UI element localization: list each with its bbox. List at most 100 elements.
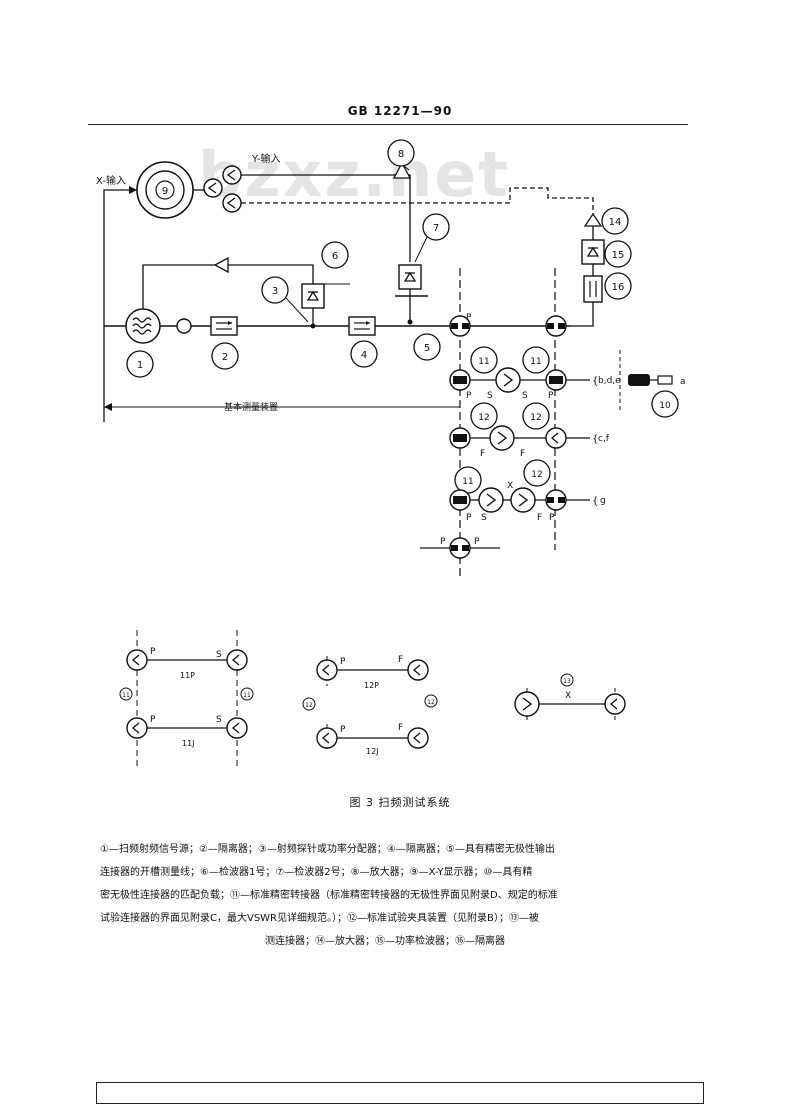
- connector-p-r4-right: [545, 489, 567, 511]
- label-s-r2b: S: [522, 391, 528, 401]
- label-12-right: 12: [427, 699, 435, 706]
- signal-source-1: [125, 308, 161, 344]
- standard-number-header: GB 12271—90: [347, 104, 453, 118]
- label-11-left: 11: [122, 692, 130, 699]
- legend-line-4: 试验连接器的界面见附录C，最大VSWR见详细规范。）；⑫—标准试验夹具装置（见附…: [100, 913, 539, 924]
- callout-6: [321, 241, 349, 269]
- label-a: a: [680, 377, 686, 387]
- p-conn-12p: [316, 659, 338, 681]
- bottom-frame: [96, 1082, 704, 1104]
- adapter-f-r4: [510, 487, 536, 513]
- f-conn-12p: [407, 659, 429, 681]
- callout-14: [601, 207, 629, 235]
- callout-12-r3b: [522, 402, 550, 430]
- y2-dashed-line: [241, 187, 594, 214]
- matched-load-10: [628, 374, 673, 386]
- label-s-11p: S: [216, 650, 222, 660]
- power-detector-15: [581, 239, 605, 265]
- label-bde: {: [592, 376, 598, 387]
- s-conn-11j: [226, 717, 248, 739]
- callout-8: [387, 139, 415, 167]
- p-conn-11p: [126, 649, 148, 671]
- label-f-12p: F: [398, 655, 403, 665]
- figure-legend: ①—扫频射频信号源；②—隔离器；③—射频探针或功率分配器；④—隔离器；⑤—具有精…: [100, 838, 670, 953]
- detail-13: X 13: [514, 673, 626, 722]
- callout-10: [651, 390, 679, 418]
- label-p-r2a: P: [466, 391, 472, 401]
- label-p-12j: P: [340, 725, 346, 735]
- connector-p-r3-left: [449, 427, 471, 449]
- feedback-amplifier: [213, 256, 229, 274]
- y-input-amplifier: [203, 165, 242, 213]
- callout-16: [604, 272, 632, 300]
- label-s-r2a: S: [487, 391, 493, 401]
- label-6: 6: [332, 251, 338, 262]
- label-x-r4: X: [507, 481, 513, 491]
- adapter-s-r4: [478, 487, 504, 513]
- label-9: 9: [162, 186, 168, 197]
- y-input-label: Y-输入: [251, 152, 281, 165]
- label-p-r5a: P: [440, 537, 446, 547]
- figure-caption: 图 3 扫频测试系统: [349, 796, 451, 809]
- label-2: 2: [222, 352, 228, 363]
- callout-2: [211, 342, 239, 370]
- label-x-13: X: [565, 691, 571, 701]
- callout-4: [350, 340, 378, 368]
- callout-12-r3a: [470, 402, 498, 430]
- label-12p: 12P: [364, 681, 379, 690]
- detail-12: P F 12P P F 12J 12 12: [302, 655, 438, 756]
- label-11j: 11J: [182, 739, 195, 748]
- coupling-loop: [176, 318, 192, 334]
- s-conn-11p: [226, 649, 248, 671]
- isolator-2: [210, 316, 238, 336]
- label-4: 4: [361, 350, 367, 361]
- callout-7: [422, 213, 450, 241]
- legend-line-5: 测连接器；⑭—放大器；⑮—功率检波器；⑯—隔离器: [265, 936, 505, 947]
- connector-p-r5: [449, 537, 471, 559]
- label-p-r1: P: [466, 313, 472, 323]
- label-p-r5b: P: [474, 537, 480, 547]
- callout-3: [261, 276, 289, 304]
- label-p-11p: P: [150, 647, 156, 657]
- detector-7: [398, 264, 422, 290]
- x-input-line: [103, 189, 137, 422]
- callout-11-r2b: [522, 346, 550, 374]
- label-5: 5: [424, 343, 430, 354]
- f-conn-12j: [407, 727, 429, 749]
- callout-11-r2a: [470, 346, 498, 374]
- header-rule: [88, 124, 688, 125]
- label-12j: 12J: [366, 747, 379, 756]
- label-3: 3: [272, 286, 278, 297]
- label-12-r3a: 12: [478, 413, 489, 423]
- label-11-r2a: 11: [478, 357, 489, 367]
- legend-line-3: 密无极性连接器的匹配负载；⑪—标准精密转接器（标准精密转接器的无极性界面见附录D…: [100, 890, 558, 901]
- label-bde-text: b,d,e: [598, 376, 621, 386]
- label-p-r2b: P: [548, 391, 554, 401]
- brace-g: {: [592, 496, 598, 507]
- label-cf: c,f: [598, 434, 610, 444]
- connector-p-r4-left: [449, 489, 471, 511]
- label-f-12j: F: [398, 723, 403, 733]
- amplifier-14: [583, 212, 603, 227]
- label-s-r4: S: [481, 513, 487, 523]
- label-12-r3b: 12: [530, 413, 541, 423]
- callout-15: [604, 240, 632, 268]
- connector-p-main-right: [545, 315, 567, 337]
- brace-cf: {: [592, 434, 598, 445]
- label-15: 15: [612, 250, 625, 261]
- label-7: 7: [433, 223, 439, 234]
- callout-12-r4: [523, 459, 551, 487]
- label-s-11j: S: [216, 715, 222, 725]
- dut-conn-right: [604, 693, 626, 715]
- label-p-11j: P: [150, 715, 156, 725]
- label-12-r4: 12: [531, 470, 542, 480]
- label-f-r3b: F: [520, 449, 525, 459]
- label-11p: 11P: [180, 671, 195, 680]
- legend-line-1: ①—扫频射频信号源；②—隔离器；③—射频探针或功率分配器；④—隔离器；⑤—具有精…: [100, 844, 555, 855]
- adapter-s-r2: [495, 367, 521, 393]
- adapter-f-r3: [489, 425, 515, 451]
- base-device-label: 基本测量装置: [224, 401, 278, 413]
- label-16: 16: [612, 282, 625, 293]
